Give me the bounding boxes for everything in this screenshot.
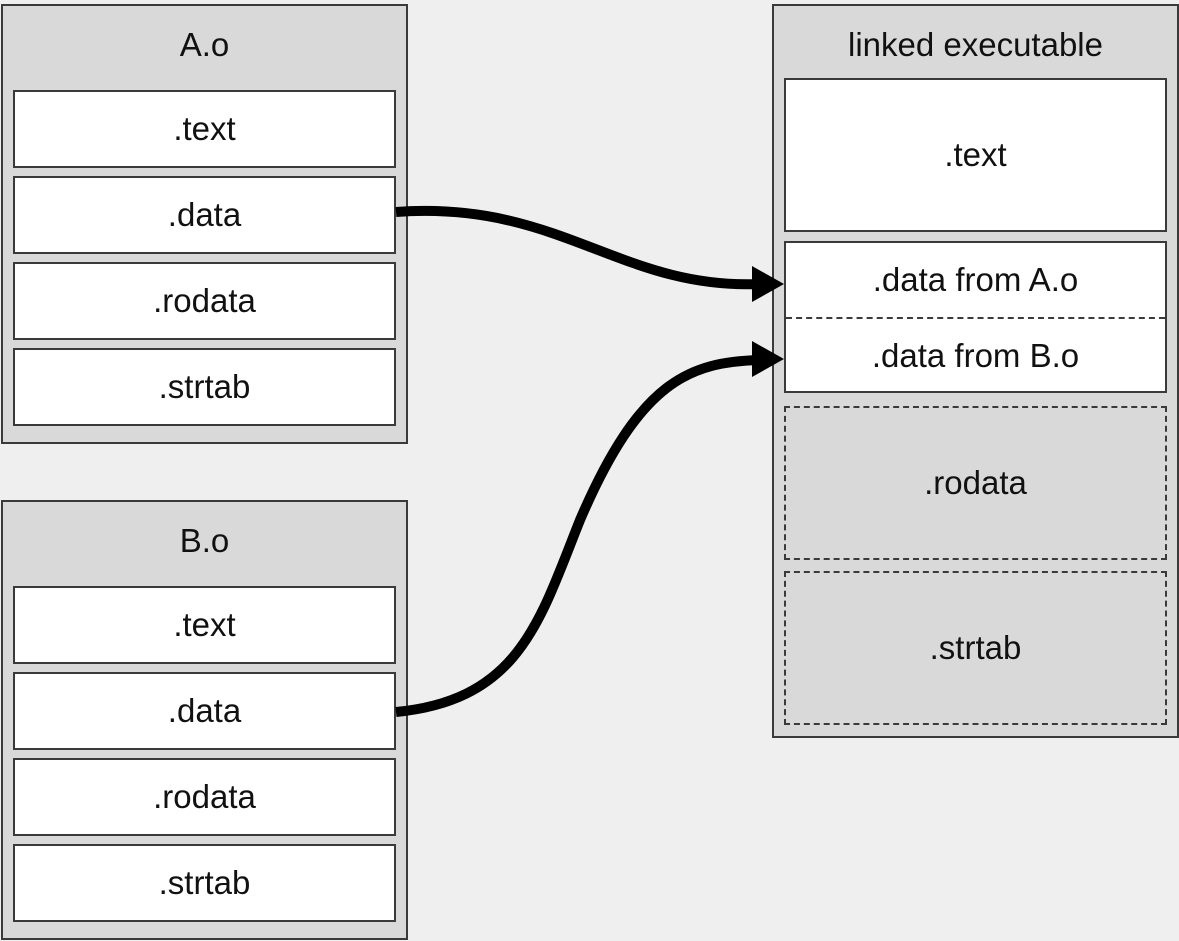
arrow-a-data-to-exe: [395, 205, 761, 290]
exe-rodata-section: .rodata: [784, 406, 1167, 560]
exe-data-from-a: .data from A.o: [872, 261, 1079, 298]
object-file-a-title: A.o: [179, 26, 230, 63]
object-file-b: B.o .text .data .rodata .strtab: [1, 500, 408, 940]
a-text-section: .text: [13, 90, 396, 168]
arrowhead-a-icon: [752, 266, 784, 302]
linked-executable-title: linked executable: [847, 26, 1103, 63]
a-strtab-section: .strtab: [13, 348, 396, 426]
a-rodata-section: .rodata: [13, 262, 396, 340]
b-text-section: .text: [13, 586, 396, 664]
exe-data-from-b: .data from B.o: [871, 337, 1080, 374]
data-split-divider: [786, 317, 1165, 319]
b-data-section: .data: [13, 672, 396, 750]
exe-data-section: .data from A.o .data from B.o: [784, 241, 1167, 393]
linked-executable: linked executable .text .data from A.o .…: [772, 4, 1179, 738]
object-file-a: A.o .text .data .rodata .strtab: [1, 4, 408, 444]
exe-strtab-section: .strtab: [784, 571, 1167, 725]
exe-text-section: .text: [784, 78, 1167, 232]
a-data-section: .data: [13, 176, 396, 254]
b-rodata-section: .rodata: [13, 758, 396, 836]
arrow-b-data-to-exe: [395, 355, 761, 717]
b-strtab-section: .strtab: [13, 844, 396, 922]
object-file-b-title: B.o: [179, 522, 230, 559]
arrowhead-b-icon: [752, 341, 784, 377]
